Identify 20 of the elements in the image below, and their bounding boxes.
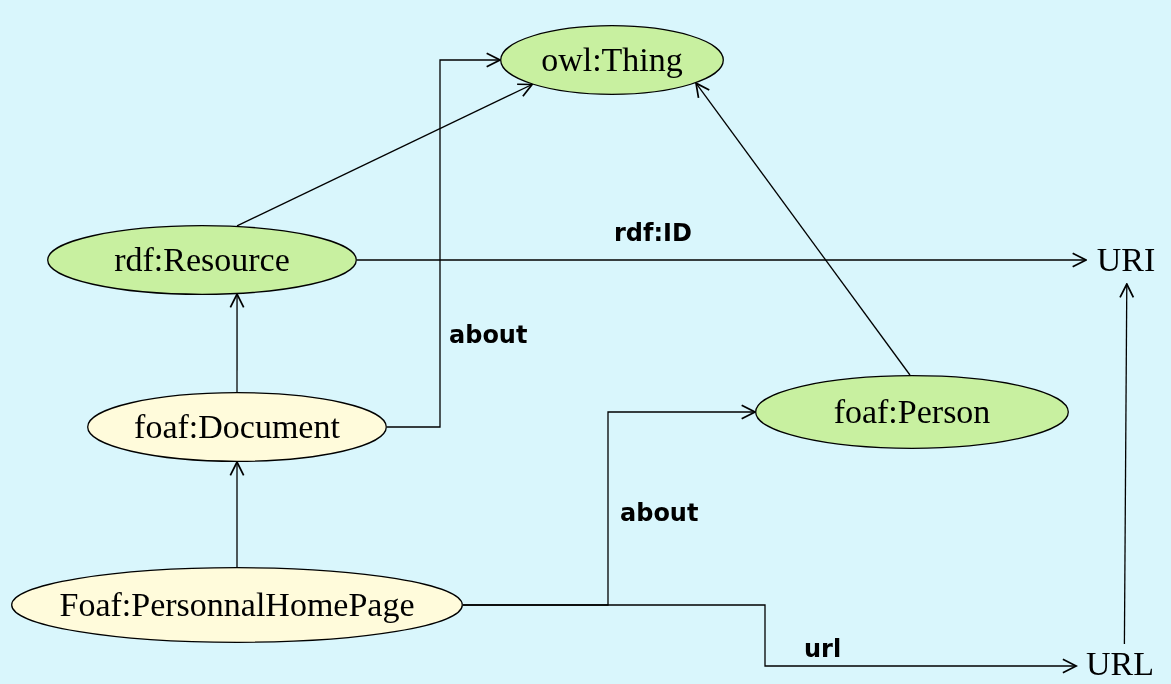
node-label: foaf:Document [134, 408, 340, 446]
node-label: URI [1096, 241, 1156, 279]
arrow [1119, 283, 1135, 645]
class-ellipse [755, 375, 1069, 449]
arrow [229, 461, 245, 568]
node-label: foaf:Person [833, 393, 991, 431]
arrow [236, 83, 533, 227]
arrow [229, 293, 245, 393]
class-ellipse [11, 567, 463, 643]
node-label: owl:Thing [541, 41, 683, 79]
arrow [386, 52, 501, 428]
node-label: rdf:Resource [114, 241, 290, 279]
node-label: Foaf:PersonnalHomePage [59, 586, 415, 624]
arrow [695, 82, 911, 376]
arrow [462, 604, 1078, 674]
class-ellipse [87, 392, 387, 462]
class-ellipse [47, 225, 357, 295]
class-ellipse [500, 25, 724, 95]
node-label: URL [1086, 645, 1154, 683]
arrow [356, 252, 1087, 268]
